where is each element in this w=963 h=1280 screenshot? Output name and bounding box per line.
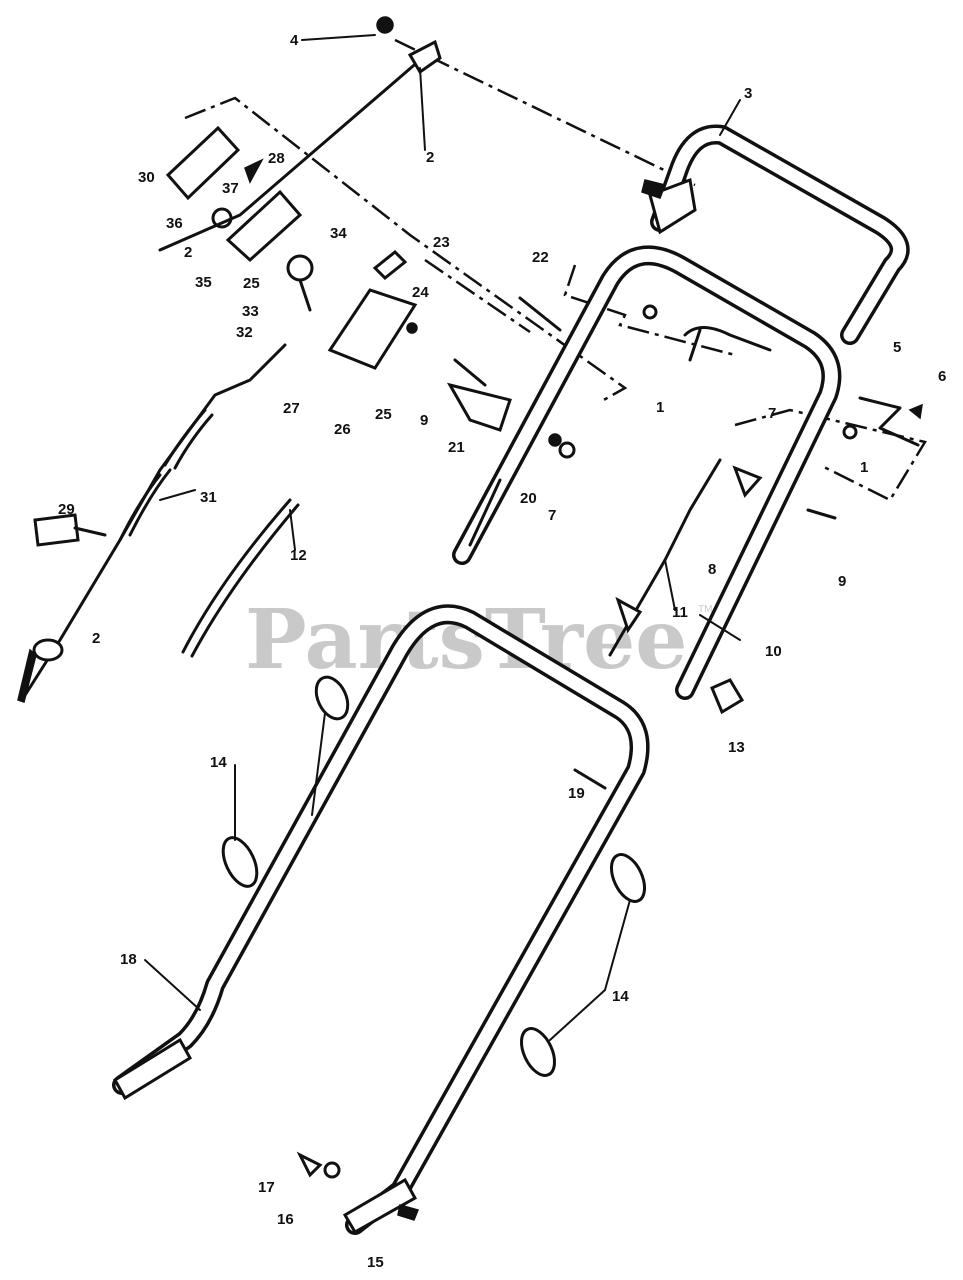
callout-21: 21 bbox=[448, 439, 465, 456]
callout-8: 8 bbox=[708, 561, 716, 578]
callout-20: 20 bbox=[520, 490, 537, 507]
callout-14-right: 14 bbox=[612, 988, 629, 1005]
callout-27: 27 bbox=[283, 400, 300, 417]
callout-18: 18 bbox=[120, 951, 137, 968]
callout-36: 36 bbox=[166, 215, 183, 232]
callout-28-top: 28 bbox=[268, 150, 285, 167]
callout-10: 10 bbox=[765, 643, 782, 660]
callout-7-right: 7 bbox=[768, 405, 776, 422]
callout-labels: 4 2 3 30 28 37 36 2 35 25 34 23 22 24 33… bbox=[58, 32, 946, 1271]
cable-11 bbox=[608, 458, 763, 657]
watermark-trademark: TM bbox=[698, 604, 712, 615]
control-bracket bbox=[286, 249, 418, 370]
callout-26-mid: 26 bbox=[334, 421, 351, 438]
callout-2-top: 2 bbox=[426, 149, 434, 166]
callout-32: 32 bbox=[236, 324, 253, 341]
callout-22: 22 bbox=[532, 249, 549, 266]
callout-16: 16 bbox=[277, 1211, 294, 1228]
callout-35: 35 bbox=[195, 274, 212, 291]
callout-2-left: 2 bbox=[184, 244, 192, 261]
callout-2-bottom: 2 bbox=[92, 630, 100, 647]
callout-11: 11 bbox=[672, 604, 688, 621]
callout-5: 5 bbox=[893, 339, 901, 356]
callout-25-top: 25 bbox=[243, 275, 260, 292]
lower-handle bbox=[112, 604, 650, 1235]
callout-7-left: 7 bbox=[548, 507, 556, 524]
callout-14-left: 14 bbox=[210, 754, 227, 771]
callout-4: 4 bbox=[290, 32, 299, 49]
wire-tube bbox=[181, 498, 300, 658]
callout-37: 37 bbox=[222, 180, 239, 197]
bracket-5 bbox=[858, 396, 923, 447]
callout-leaders bbox=[144, 34, 741, 1041]
callout-29: 29 bbox=[58, 501, 75, 518]
callout-34: 34 bbox=[330, 225, 347, 242]
callout-30: 30 bbox=[138, 169, 155, 186]
hardware bbox=[296, 508, 837, 1179]
callout-31: 31 bbox=[200, 489, 217, 506]
callout-24: 24 bbox=[412, 284, 429, 301]
callout-9-right: 9 bbox=[838, 573, 846, 590]
callout-12: 12 bbox=[290, 547, 307, 564]
callout-23: 23 bbox=[433, 234, 450, 251]
callout-25-mid: 25 bbox=[375, 406, 392, 423]
callout-1-left: 1 bbox=[656, 399, 664, 416]
upper-handle bbox=[452, 245, 842, 700]
throttle-control-parts bbox=[158, 16, 442, 263]
callout-1-right: 1 bbox=[860, 459, 868, 476]
callout-15: 15 bbox=[367, 1254, 384, 1271]
cable-ties bbox=[221, 675, 647, 1077]
callout-17: 17 bbox=[258, 1179, 275, 1196]
callout-19: 19 bbox=[568, 785, 585, 802]
callout-33: 33 bbox=[242, 303, 259, 320]
callout-9-left: 9 bbox=[420, 412, 428, 429]
upper-control-bail bbox=[641, 124, 910, 345]
callout-6: 6 bbox=[938, 368, 946, 385]
bracket-21 bbox=[446, 296, 858, 459]
callout-13: 13 bbox=[728, 739, 745, 756]
control-cable bbox=[17, 343, 287, 703]
assembly-guide-lines bbox=[184, 38, 927, 502]
callout-3: 3 bbox=[744, 85, 752, 102]
